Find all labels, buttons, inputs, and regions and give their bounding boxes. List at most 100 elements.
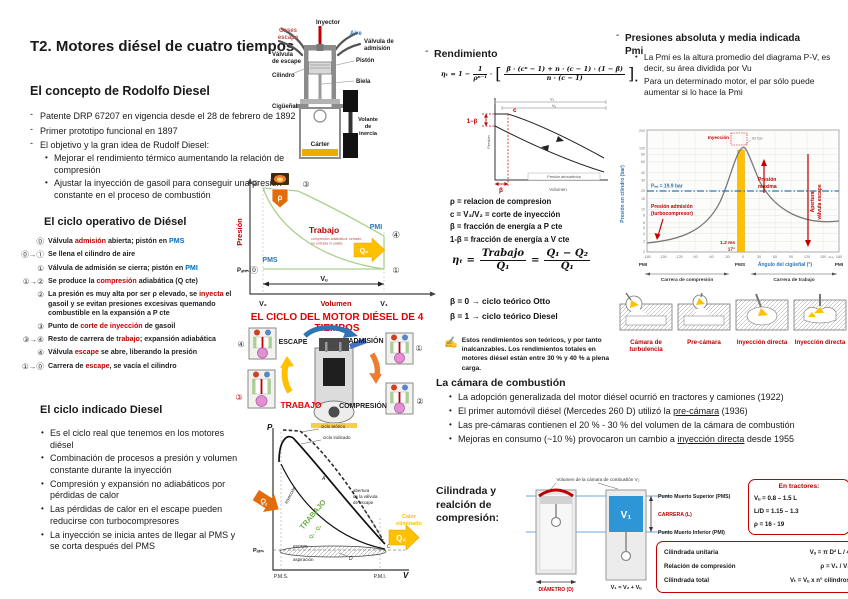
label-padm: Presión admisión	[651, 204, 693, 210]
f2-num1: Trabajo	[479, 248, 527, 261]
def-line: ρ = relacion de compresion	[450, 197, 552, 206]
svg-text:-150: -150	[659, 255, 667, 259]
cil-leaders	[549, 482, 619, 491]
label-trabajo: Trabajo	[309, 225, 339, 235]
label-pms: Punto Muerto Superior (PMS)	[658, 494, 731, 500]
patm-box	[527, 172, 601, 181]
svg-text:-180: -180	[643, 255, 651, 259]
flame-icon	[630, 300, 639, 308]
label-pmi: P.M.I.	[374, 574, 386, 580]
step-badge: ③→④	[22, 334, 44, 344]
f1-num2: β · (cⁿ − 1) + n · (c − 1) · (1 − β)	[504, 65, 625, 75]
label-aire: Aire	[350, 31, 362, 37]
flame-icon	[814, 307, 824, 313]
ylabel: Presión en cilindro (bar)	[620, 165, 626, 223]
chamber-label: Inyección directa	[794, 339, 846, 346]
rchart-arrow2	[541, 145, 549, 151]
beta-line: β = 1 → ciclo teórico Diesel	[450, 311, 558, 321]
label-trabajo: TRABAJO	[298, 498, 328, 532]
list-item: Las pre-cámaras contienen el 20 % - 30 %…	[448, 420, 840, 432]
label-carter: Cárter	[311, 141, 330, 148]
label-valvula-escape: Válvula	[272, 52, 294, 58]
hand-icon: ✍	[444, 337, 458, 349]
f1-lbracket: [	[495, 64, 502, 83]
axis-v: V	[403, 571, 409, 580]
label-abertura2: de la válvula	[353, 494, 378, 499]
label-apertura2: válvula escape	[817, 184, 823, 220]
page-title: T2. Motores diésel de cuatro tiempos	[30, 38, 295, 55]
beta-line: β = 0 → ciclo teórico Otto	[450, 296, 551, 306]
label-volante2: de	[365, 124, 372, 130]
svg-text:-90: -90	[692, 255, 698, 259]
leader-92bar	[744, 139, 752, 146]
label-v2: V₂	[259, 301, 267, 308]
f1-rbracket: ]	[627, 64, 635, 83]
chamber-directa1-figure	[735, 293, 789, 331]
label-diametro: DIÁMETRO (D)	[539, 586, 574, 593]
list-item: Compresión y expansión no adiabáticos po…	[40, 479, 242, 502]
def-line: 1-β = fracción de energía a V cte	[450, 234, 570, 244]
chamber-figures: Cámara de turbulencia Pre-cámara	[618, 292, 848, 353]
label-padm2: (turbocompresor)	[651, 211, 693, 217]
label-indicado: ciclo indicado	[323, 435, 351, 440]
arrow-top-icon	[303, 325, 351, 338]
chamber-inyeccion-directa-2: Inyección directa	[792, 292, 848, 353]
label-pms: P.M.S.	[274, 574, 288, 580]
label-cilindro: Cilindro	[272, 73, 295, 79]
cilindrada-diagram: Volumen de la cámara de combustión V₂ V₁…	[526, 477, 731, 593]
label-valvula-admision: Válvula de	[364, 39, 394, 45]
f2-den2: Q₁	[560, 260, 574, 272]
rchart-arrow1	[556, 136, 564, 142]
label-escape: escape	[278, 35, 299, 41]
list-item: Las pérdidas de calor en el escape puede…	[40, 504, 242, 527]
deg-word: deg	[828, 255, 833, 259]
num-2: ②	[416, 397, 423, 406]
trabajo-note1: compresión adiabática: cerrado,	[311, 237, 362, 241]
label-92bar: 92 bar	[752, 137, 764, 141]
step-badge: ⓪	[36, 237, 44, 246]
heading-ciclo-operativo: El ciclo operativo de Diésel	[44, 216, 187, 228]
label-pmi-right: PMI	[835, 262, 844, 268]
svg-text:2: 2	[643, 250, 645, 254]
label-ciguenal: Cigüeñal	[272, 104, 298, 110]
arrow-top-head	[343, 327, 358, 338]
svg-text:120: 120	[804, 255, 810, 259]
arrow-right-head	[369, 373, 382, 384]
pumping-loop	[279, 545, 387, 558]
flame-icon	[271, 173, 289, 185]
diametro-dim	[536, 580, 576, 584]
q1-label: Q₁	[259, 497, 270, 507]
list-item: Para un determinado motor, el par sólo p…	[634, 76, 838, 98]
step-badge: ②	[37, 290, 44, 300]
label-compresion: COMPRESIÓN	[339, 401, 387, 410]
row-label: Cilindrada total	[664, 577, 710, 584]
chamber-label: Cámara de turbulencia	[629, 339, 663, 354]
label-pms: PMS	[735, 262, 746, 268]
label-volante: Volante	[358, 117, 378, 123]
pressure-curve	[646, 146, 840, 244]
list-item: Ajustar la inyección de gasoil para cons…	[44, 178, 304, 201]
arrow-pmax-head	[761, 159, 767, 166]
label-volante3: inercia	[359, 131, 378, 137]
arrow-padm-head	[654, 233, 661, 240]
rchart-curve-exp	[495, 113, 605, 159]
svg-text:5: 5	[643, 226, 645, 230]
step-badge: ④	[37, 348, 44, 358]
label-piston: Pistón	[356, 58, 375, 64]
label-inyeccion: Inyección	[708, 135, 729, 140]
svg-text:40: 40	[641, 171, 645, 175]
label-pms: PMS	[262, 257, 278, 264]
label-carrera-trabajo: Carrera de trabajo	[773, 277, 814, 283]
rendimiento-chart: V₁ Vᵤ 1−β β c Presión Volumen Presión at…	[467, 97, 608, 194]
mini-engine-trabajo	[247, 369, 276, 409]
